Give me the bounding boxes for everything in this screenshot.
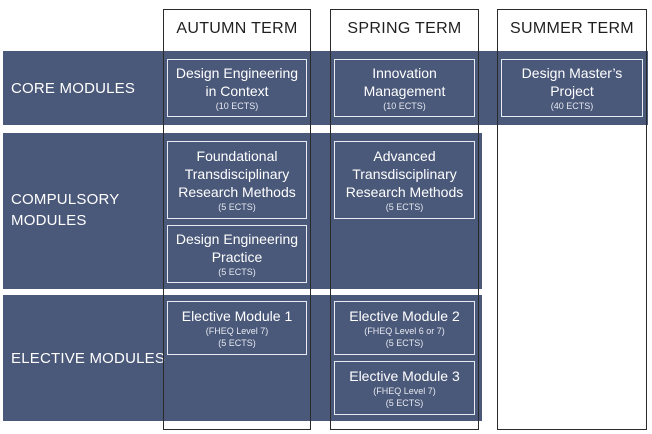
module-title: Advanced Transdisciplinary Research Meth… [345, 148, 464, 200]
compulsory-modules-label: COMPULSORY MODULES [11, 191, 120, 229]
compulsory-modules-band: COMPULSORY MODULES [3, 133, 482, 289]
module-credits: (5 ECTS) [385, 398, 424, 408]
module-title: Design Engineering Practice [175, 231, 299, 265]
spring-term-column: SPRING TERM [330, 9, 479, 430]
module-title: Innovation Management [363, 65, 446, 99]
module-design-engineering-practice[interactable]: Design Engineering Practice (5 ECTS) [167, 225, 307, 283]
module-elective-3[interactable]: Elective Module 3 (FHEQ Level 7) (5 ECTS… [334, 361, 475, 415]
module-level: (FHEQ Level 7) [205, 326, 269, 336]
module-elective-1[interactable]: Elective Module 1 (FHEQ Level 7) (5 ECTS… [167, 301, 307, 355]
module-credits: (10 ECTS) [383, 101, 426, 111]
summer-term-header: SUMMER TERM [510, 20, 634, 37]
module-innovation-management[interactable]: Innovation Management (10 ECTS) [334, 59, 475, 117]
module-title: Elective Module 2 [349, 308, 460, 324]
autumn-term-header: AUTUMN TERM [176, 20, 298, 37]
core-modules-label: CORE MODULES [11, 80, 136, 97]
spring-term-header: SPRING TERM [347, 20, 462, 37]
module-credits: (5 ECTS) [385, 338, 424, 348]
elective-modules-label: ELECTIVE MODULES [11, 350, 166, 367]
module-level: (FHEQ Level 6 or 7) [364, 326, 445, 336]
module-credits: (40 ECTS) [550, 101, 594, 111]
module-design-masters-project[interactable]: Design Master’s Project (40 ECTS) [501, 59, 643, 117]
module-elective-2[interactable]: Elective Module 2 (FHEQ Level 6 or 7) (5… [334, 301, 475, 355]
summer-term-column: SUMMER TERM [497, 9, 647, 430]
module-title: Design Engineering in Context [175, 65, 299, 99]
module-title: Elective Module 3 [349, 368, 460, 384]
module-title: Foundational Transdisciplinary Research … [178, 148, 296, 200]
module-credits: (5 ECTS) [218, 267, 256, 277]
autumn-term-column: AUTUMN TERM [163, 9, 311, 430]
module-title: Design Master’s Project [521, 65, 623, 99]
module-credits: (10 ECTS) [215, 101, 259, 111]
module-advanced-transdisciplinary-research-methods[interactable]: Advanced Transdisciplinary Research Meth… [334, 141, 475, 219]
module-credits: (5 ECTS) [218, 202, 256, 212]
module-title: Elective Module 1 [181, 308, 293, 324]
module-design-engineering-in-context[interactable]: Design Engineering in Context (10 ECTS) [167, 59, 307, 117]
module-foundational-transdisciplinary-research-methods[interactable]: Foundational Transdisciplinary Research … [167, 141, 307, 219]
core-modules-band: CORE MODULES [3, 51, 648, 125]
elective-modules-band: ELECTIVE MODULES [3, 295, 482, 421]
module-credits: (5 ECTS) [218, 338, 256, 348]
module-level: (FHEQ Level 7) [373, 386, 436, 396]
module-credits: (5 ECTS) [385, 202, 424, 212]
